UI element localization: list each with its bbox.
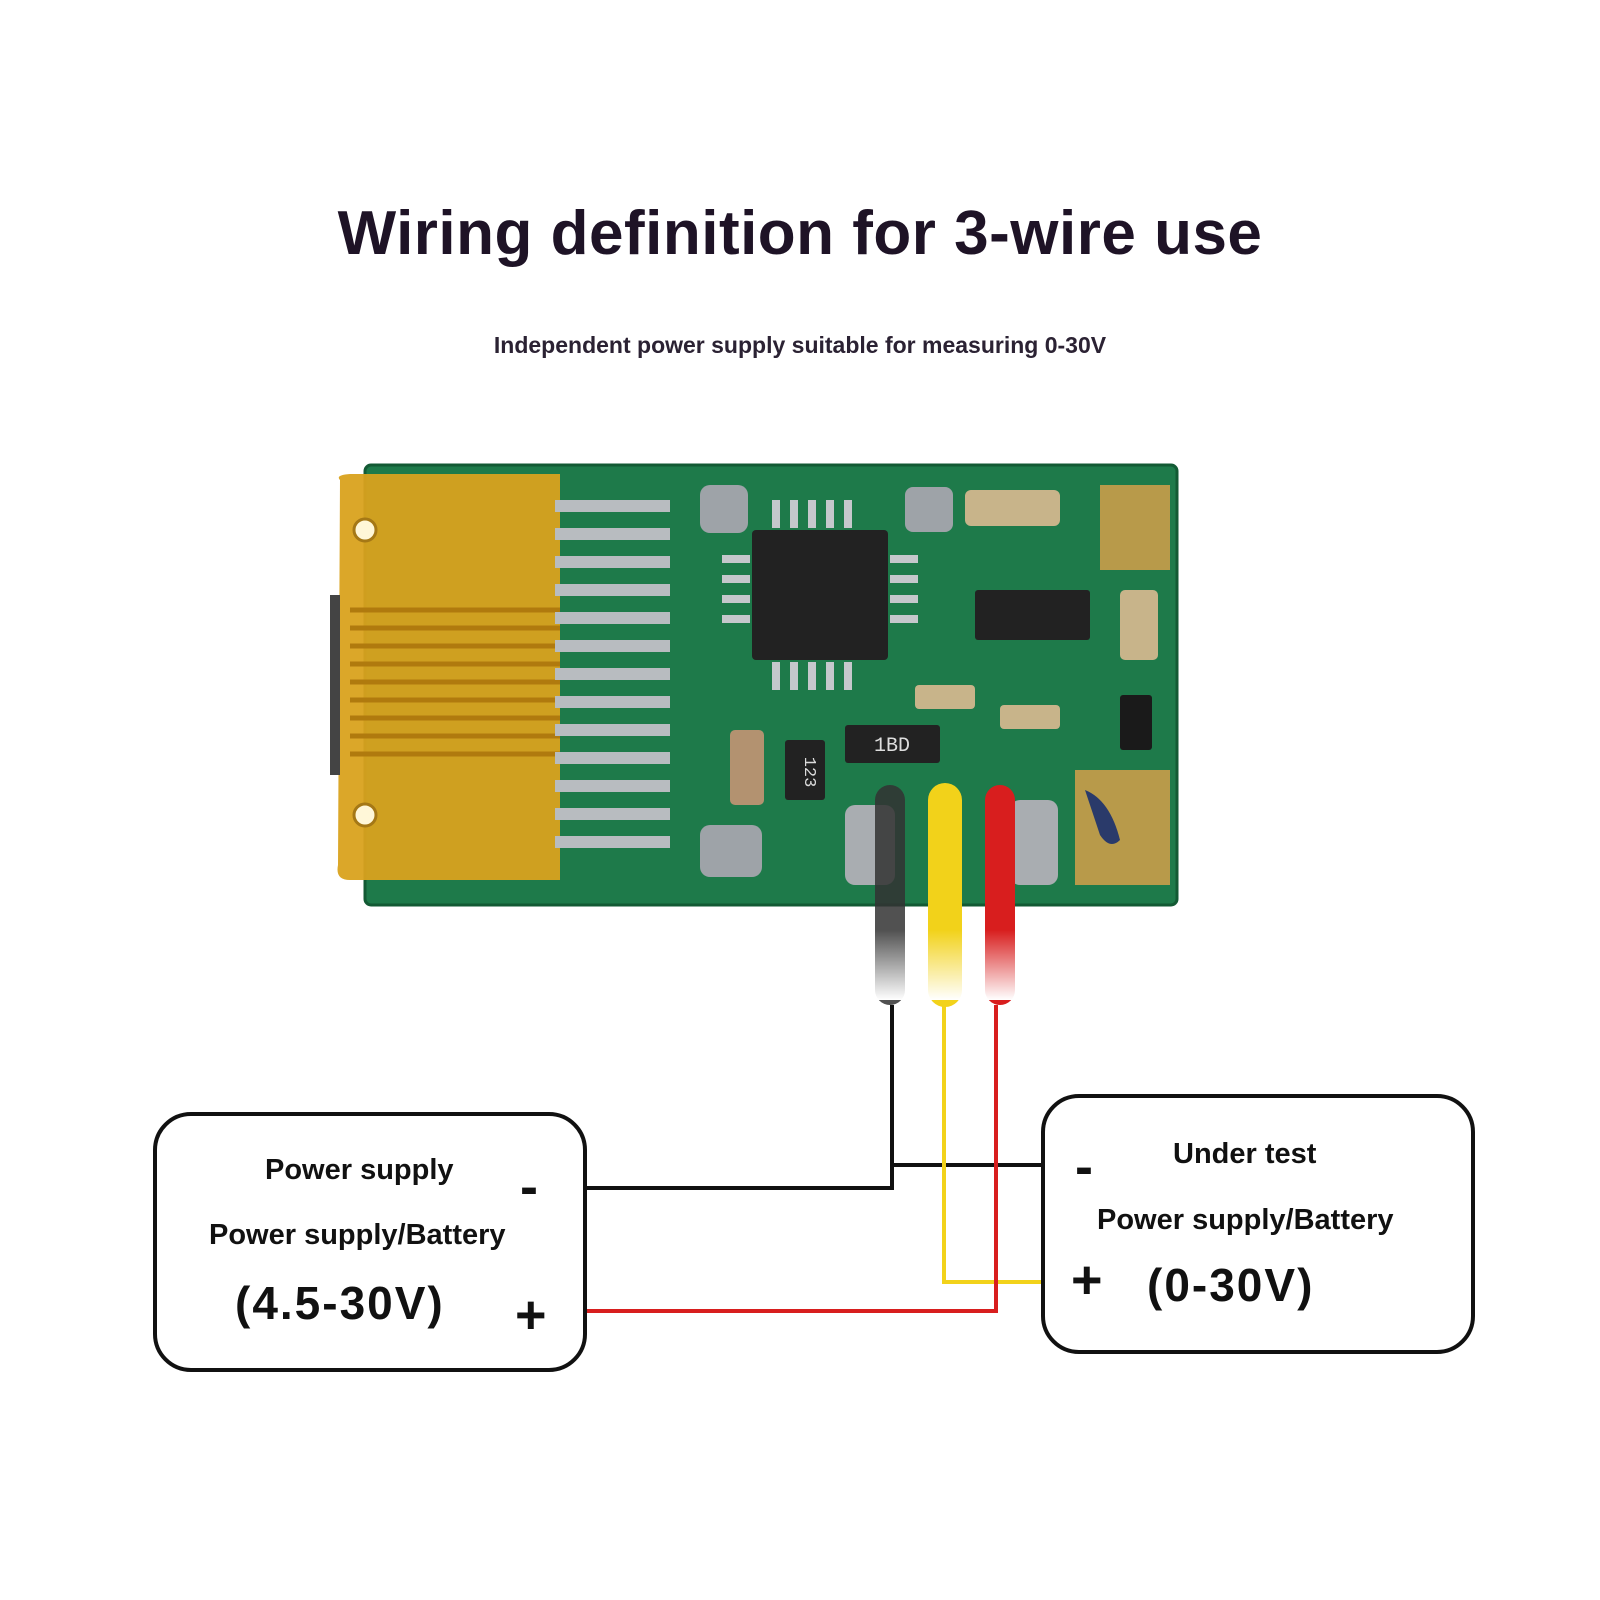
power-supply-battery-label: Power supply/Battery — [209, 1219, 506, 1251]
pcb-board: 123 1BD — [330, 463, 1179, 907]
page-title: Wiring definition for 3-wire use — [337, 199, 1263, 268]
plus-terminal-left: + — [515, 1285, 547, 1345]
flex-ribbon — [330, 474, 560, 880]
pin-pads — [555, 500, 670, 848]
resistor-marking: 123 — [799, 757, 818, 788]
under-test-box: Under test Power supply/Battery (0-30V) … — [1041, 1094, 1475, 1354]
regulator-ic — [975, 590, 1090, 640]
diode-1bd — [845, 725, 940, 763]
minus-terminal-left: - — [520, 1157, 538, 1217]
board-wires — [860, 783, 1030, 1007]
plus-terminal-right: + — [1071, 1250, 1103, 1310]
under-test-label: Under test — [1173, 1138, 1317, 1170]
diode-marking: 1BD — [874, 735, 910, 758]
power-supply-range: (4.5-30V) — [235, 1277, 445, 1329]
under-test-range: (0-30V) — [1147, 1259, 1315, 1311]
resistor-123 — [785, 740, 825, 800]
minus-terminal-right: - — [1075, 1137, 1093, 1197]
under-test-battery-label: Power supply/Battery — [1097, 1204, 1394, 1236]
smd-capacitor — [965, 490, 1060, 526]
black-wire — [584, 1005, 894, 1190]
yellow-wire — [942, 1005, 1044, 1284]
page-subtitle: Independent power supply suitable for me… — [493, 332, 1107, 358]
power-supply-box: Power supply Power supply/Battery (4.5-3… — [153, 1112, 587, 1372]
microcontroller-chip — [722, 500, 918, 690]
power-supply-label: Power supply — [265, 1154, 454, 1186]
red-wire — [584, 1005, 998, 1313]
